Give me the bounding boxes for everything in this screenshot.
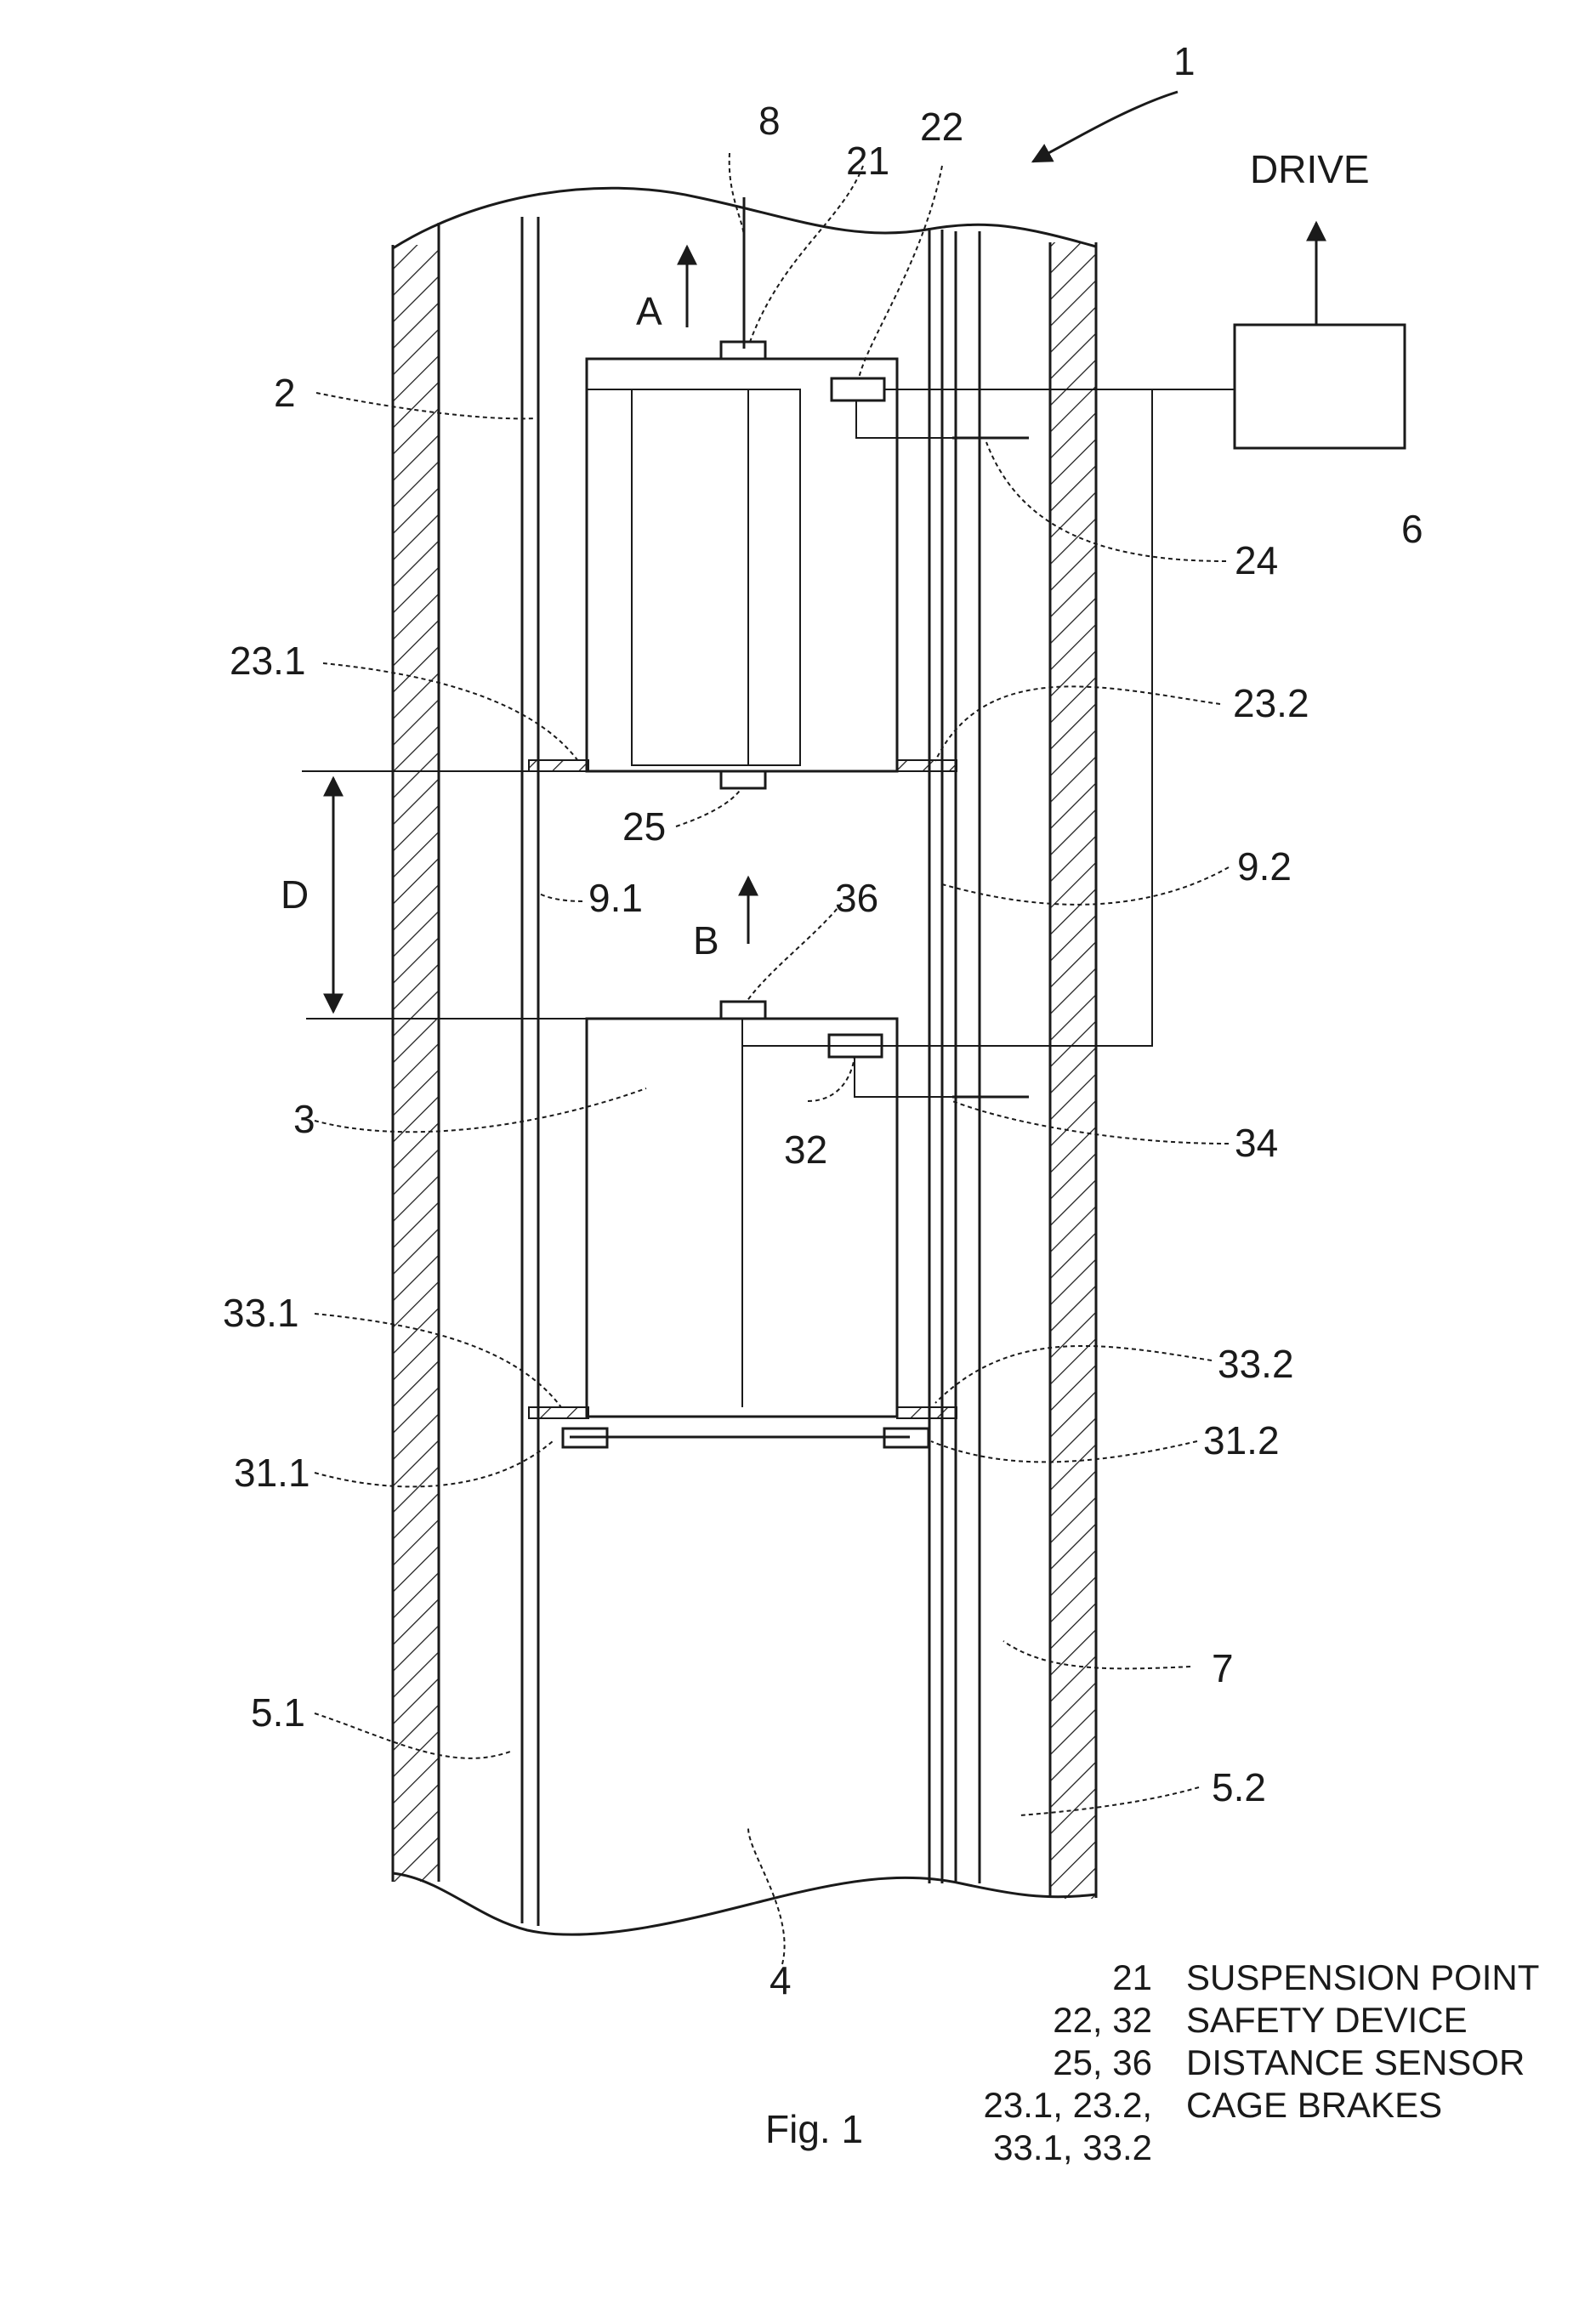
label-33-2: 33.2 (1218, 1342, 1294, 1386)
label-23-1: 23.1 (230, 639, 306, 683)
label-9-1: 9.1 (588, 876, 643, 920)
bottom-break-line (393, 1873, 1096, 1934)
legend-numbers: 21 (1112, 1957, 1152, 1997)
label-b: B (693, 918, 719, 963)
label-24: 24 (1235, 538, 1278, 582)
label-6: 6 (1401, 507, 1423, 551)
label-32: 32 (784, 1127, 827, 1172)
legend-numbers: 33.1, 33.2 (993, 2127, 1152, 2167)
legend-text: SUSPENSION POINT (1186, 1957, 1539, 1997)
label-31-1: 31.1 (234, 1451, 310, 1495)
label-22: 22 (920, 105, 963, 149)
label-2: 2 (274, 371, 296, 415)
drive-label: DRIVE (1250, 147, 1370, 191)
legend-text: CAGE BRAKES (1186, 2085, 1442, 2125)
guide-rail-left (522, 217, 538, 1926)
label-8: 8 (758, 99, 781, 143)
label-5-2: 5.2 (1212, 1765, 1266, 1809)
label-7: 7 (1212, 1646, 1234, 1690)
label-36: 36 (835, 876, 878, 920)
legend-numbers: 22, 32 (1053, 2000, 1152, 2040)
label-31-2: 31.2 (1203, 1418, 1280, 1463)
drive-unit (1235, 325, 1405, 448)
label-25: 25 (622, 804, 666, 849)
shaft-wall-left (393, 223, 439, 1882)
reference-arrow-1 (1033, 92, 1178, 162)
label-21: 21 (846, 139, 889, 183)
label-34: 34 (1235, 1121, 1278, 1165)
label-1: 1 (1173, 39, 1196, 83)
legend-numbers: 23.1, 23.2, (984, 2085, 1153, 2125)
signal-line-lower (884, 389, 1152, 1046)
label-a: A (636, 289, 662, 333)
shaft-wall-right (1050, 242, 1096, 1899)
legend-numbers: 25, 36 (1053, 2042, 1152, 2082)
label-d: D (281, 872, 309, 917)
label-23-2: 23.2 (1233, 681, 1309, 725)
lower-cage (529, 1002, 1029, 1447)
label-9-2: 9.2 (1237, 844, 1292, 889)
label-4: 4 (770, 1958, 792, 2002)
label-33-1: 33.1 (223, 1291, 299, 1335)
legend-text: SAFETY DEVICE (1186, 2000, 1468, 2040)
legend: 21 SUSPENSION POINT 22, 32 SAFETY DEVICE… (984, 1957, 1540, 2167)
figure-caption: Fig. 1 (765, 2107, 863, 2151)
label-3: 3 (293, 1097, 315, 1141)
label-5-1: 5.1 (251, 1690, 305, 1735)
legend-text: DISTANCE SENSOR (1186, 2042, 1525, 2082)
guide-rail-right (929, 228, 980, 1883)
